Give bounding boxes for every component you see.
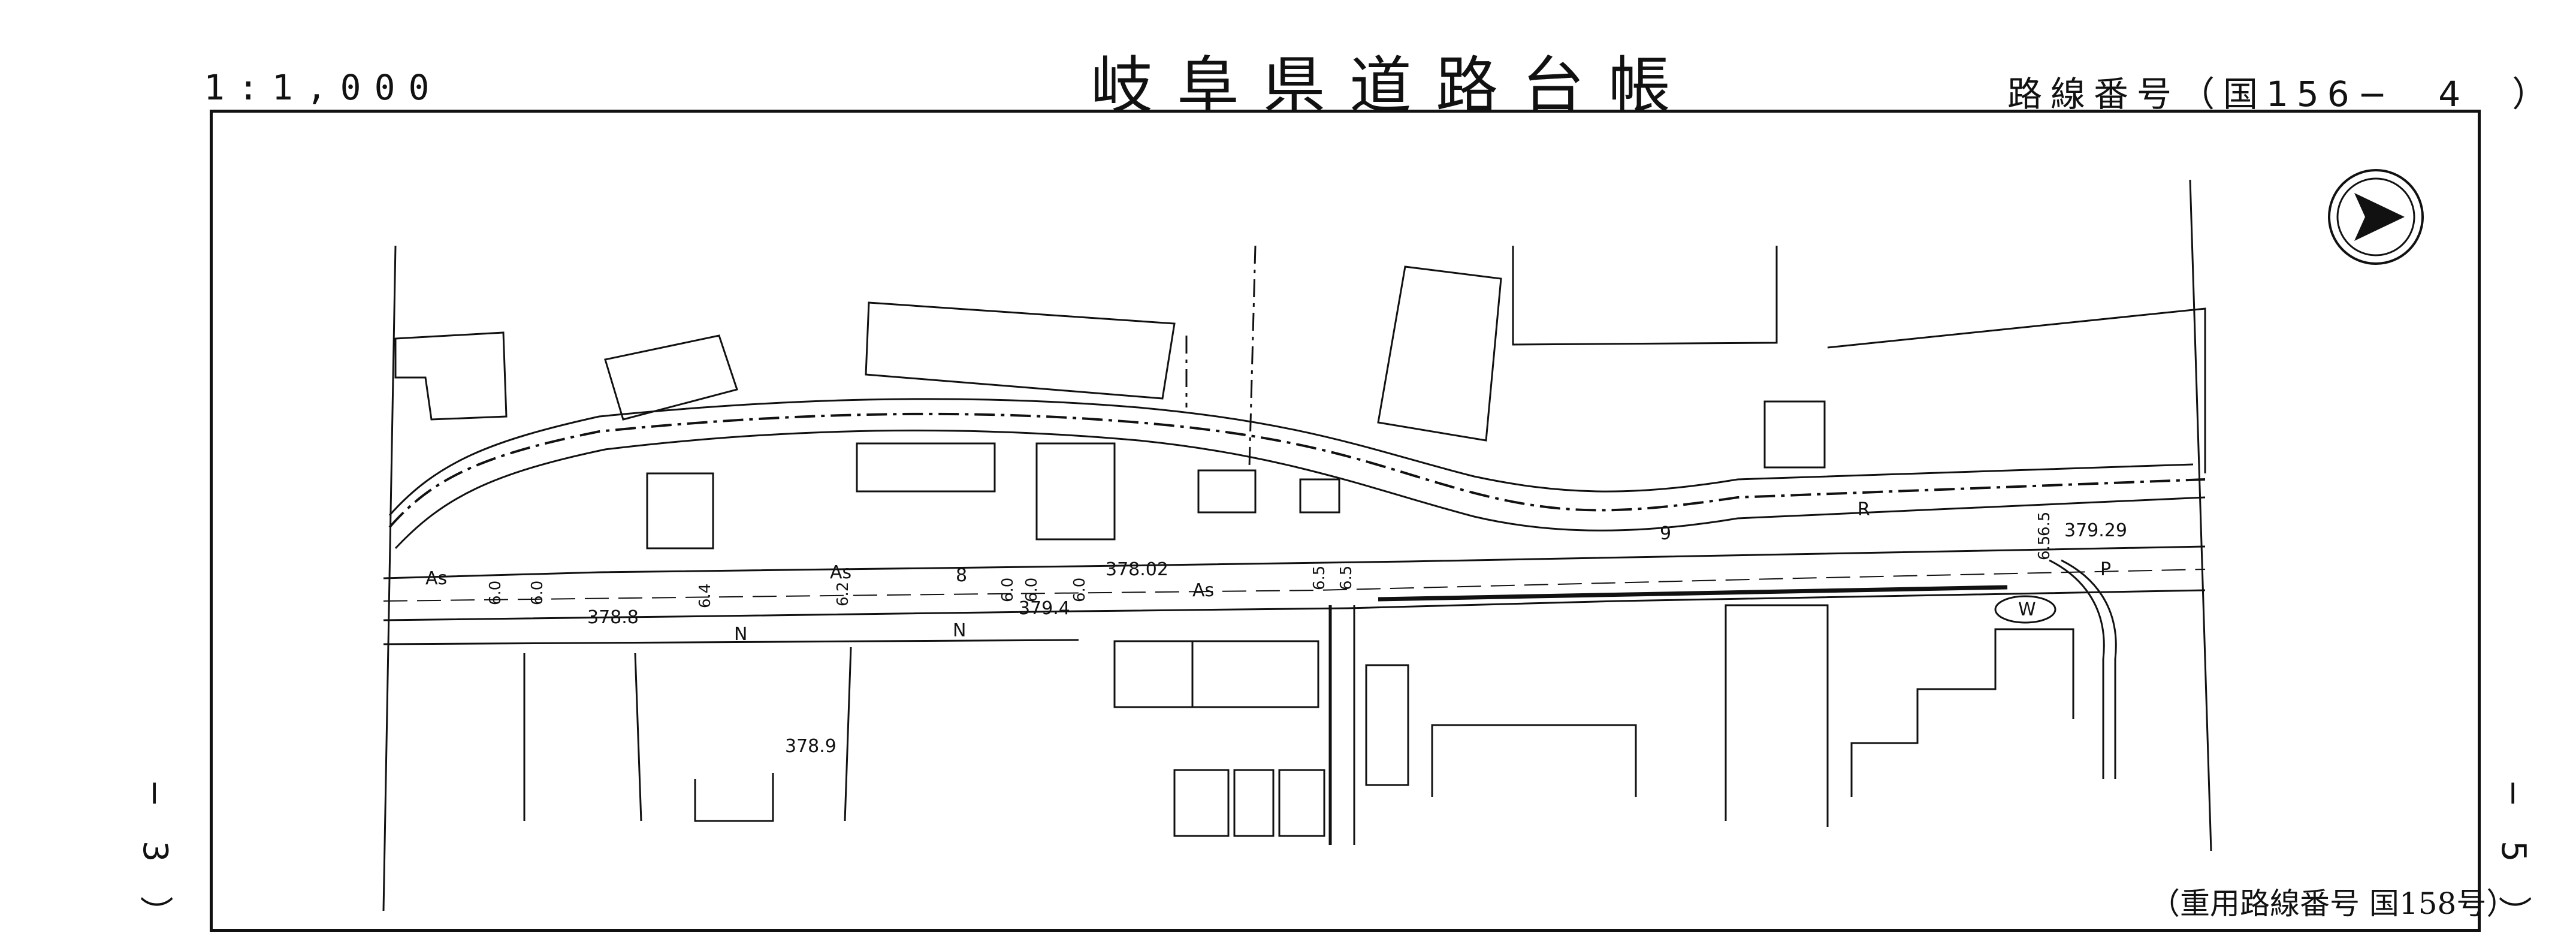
width-label: 6.0 <box>487 581 505 605</box>
map-scale: 1:1,000 <box>204 67 443 108</box>
feature-letter: N <box>734 624 747 645</box>
station-number: 9 <box>1660 523 1671 544</box>
width-label: 6.5 <box>2036 512 2053 536</box>
width-label: 6.0 <box>999 578 1017 602</box>
elevation-label: 379.4 <box>1019 598 1070 619</box>
water-well-symbol <box>1994 595 2056 624</box>
building <box>1763 400 1826 469</box>
feature-letter: R <box>1858 499 1870 520</box>
elevation-label: 378.02 <box>1106 559 1168 580</box>
width-label: 6.0 <box>1071 578 1089 602</box>
width-label: 6.5 <box>1337 566 1355 590</box>
building <box>1278 769 1325 837</box>
width-label: 6.0 <box>1023 578 1041 602</box>
shared-route-note: （重用路線番号 国158号） <box>2150 886 2517 921</box>
feature-letter: W <box>2018 599 2036 620</box>
route-number: 路線番号（国156− 4 ） <box>2007 74 2556 114</box>
feature-letter: N <box>953 620 966 641</box>
building <box>646 472 714 550</box>
width-label: 6.5 <box>1310 566 1328 590</box>
surface-label: As <box>830 562 851 583</box>
surface-label: As <box>1192 580 1214 601</box>
map-frame <box>210 110 2481 932</box>
elevation-label: 378.9 <box>785 736 836 757</box>
road-centerline <box>383 569 2206 602</box>
feature-letter: P <box>2100 559 2111 580</box>
road-south-edge <box>383 589 2206 621</box>
building <box>1173 769 1230 837</box>
building <box>1191 640 1319 708</box>
building <box>394 331 508 421</box>
building <box>1827 307 2206 473</box>
road-north-edge <box>383 545 2206 579</box>
building <box>1197 469 1257 514</box>
building <box>1850 628 2074 797</box>
width-label: 6.0 <box>529 581 546 605</box>
width-label: 6.2 <box>834 582 852 606</box>
width-label: 6.5 <box>2036 536 2053 560</box>
station-number: 8 <box>956 565 967 586</box>
north-arrow-icon <box>2328 169 2424 265</box>
upper-road <box>388 412 2206 529</box>
building <box>634 653 642 822</box>
building <box>1233 769 1275 837</box>
elevation-label: 379.29 <box>2064 520 2127 541</box>
building <box>865 301 1176 400</box>
building <box>1377 265 1502 442</box>
building <box>1512 246 1778 346</box>
building <box>604 334 738 421</box>
width-label: 6.4 <box>696 584 714 608</box>
building <box>1365 664 1409 786</box>
elevation-label: 378.8 <box>587 607 639 628</box>
building <box>694 773 774 822</box>
building <box>856 442 996 493</box>
surface-label: As <box>425 568 447 589</box>
building <box>1725 604 1829 827</box>
building <box>1113 640 1194 708</box>
building <box>1431 724 1637 797</box>
building <box>1035 442 1116 541</box>
building <box>1299 478 1340 514</box>
